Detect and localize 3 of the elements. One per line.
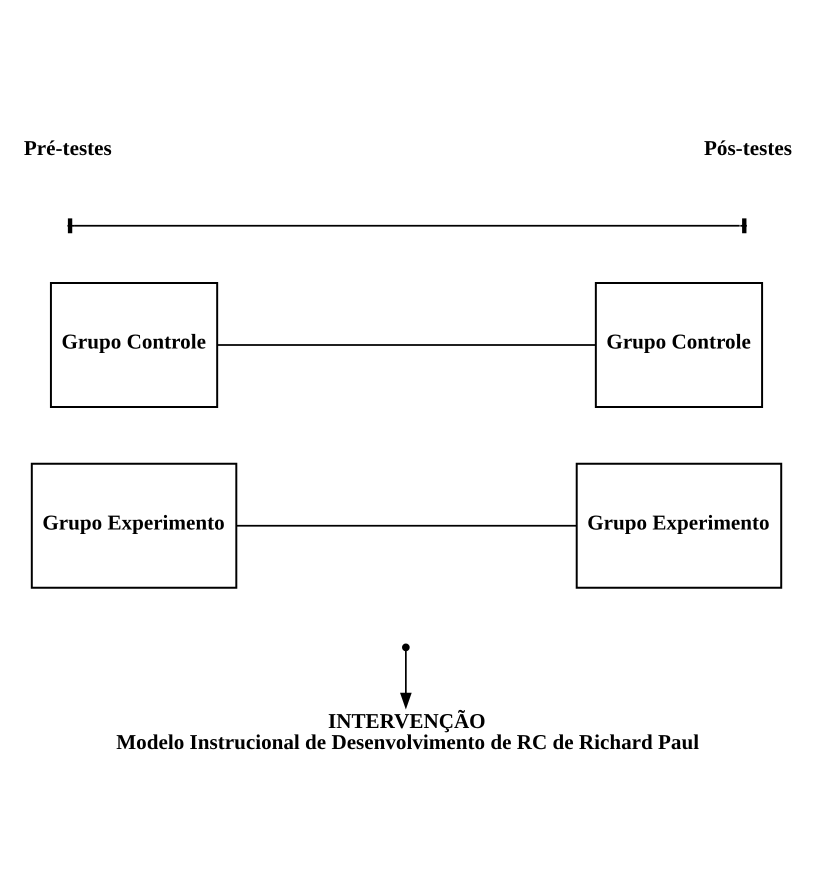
node-text: INTERVENÇÃO Modelo Instrucional de Desenvolvimento de RC de Richard Paul: [116, 708, 700, 754]
label: Pós-testes: [704, 136, 792, 160]
label: Pré-testes: [24, 136, 112, 160]
